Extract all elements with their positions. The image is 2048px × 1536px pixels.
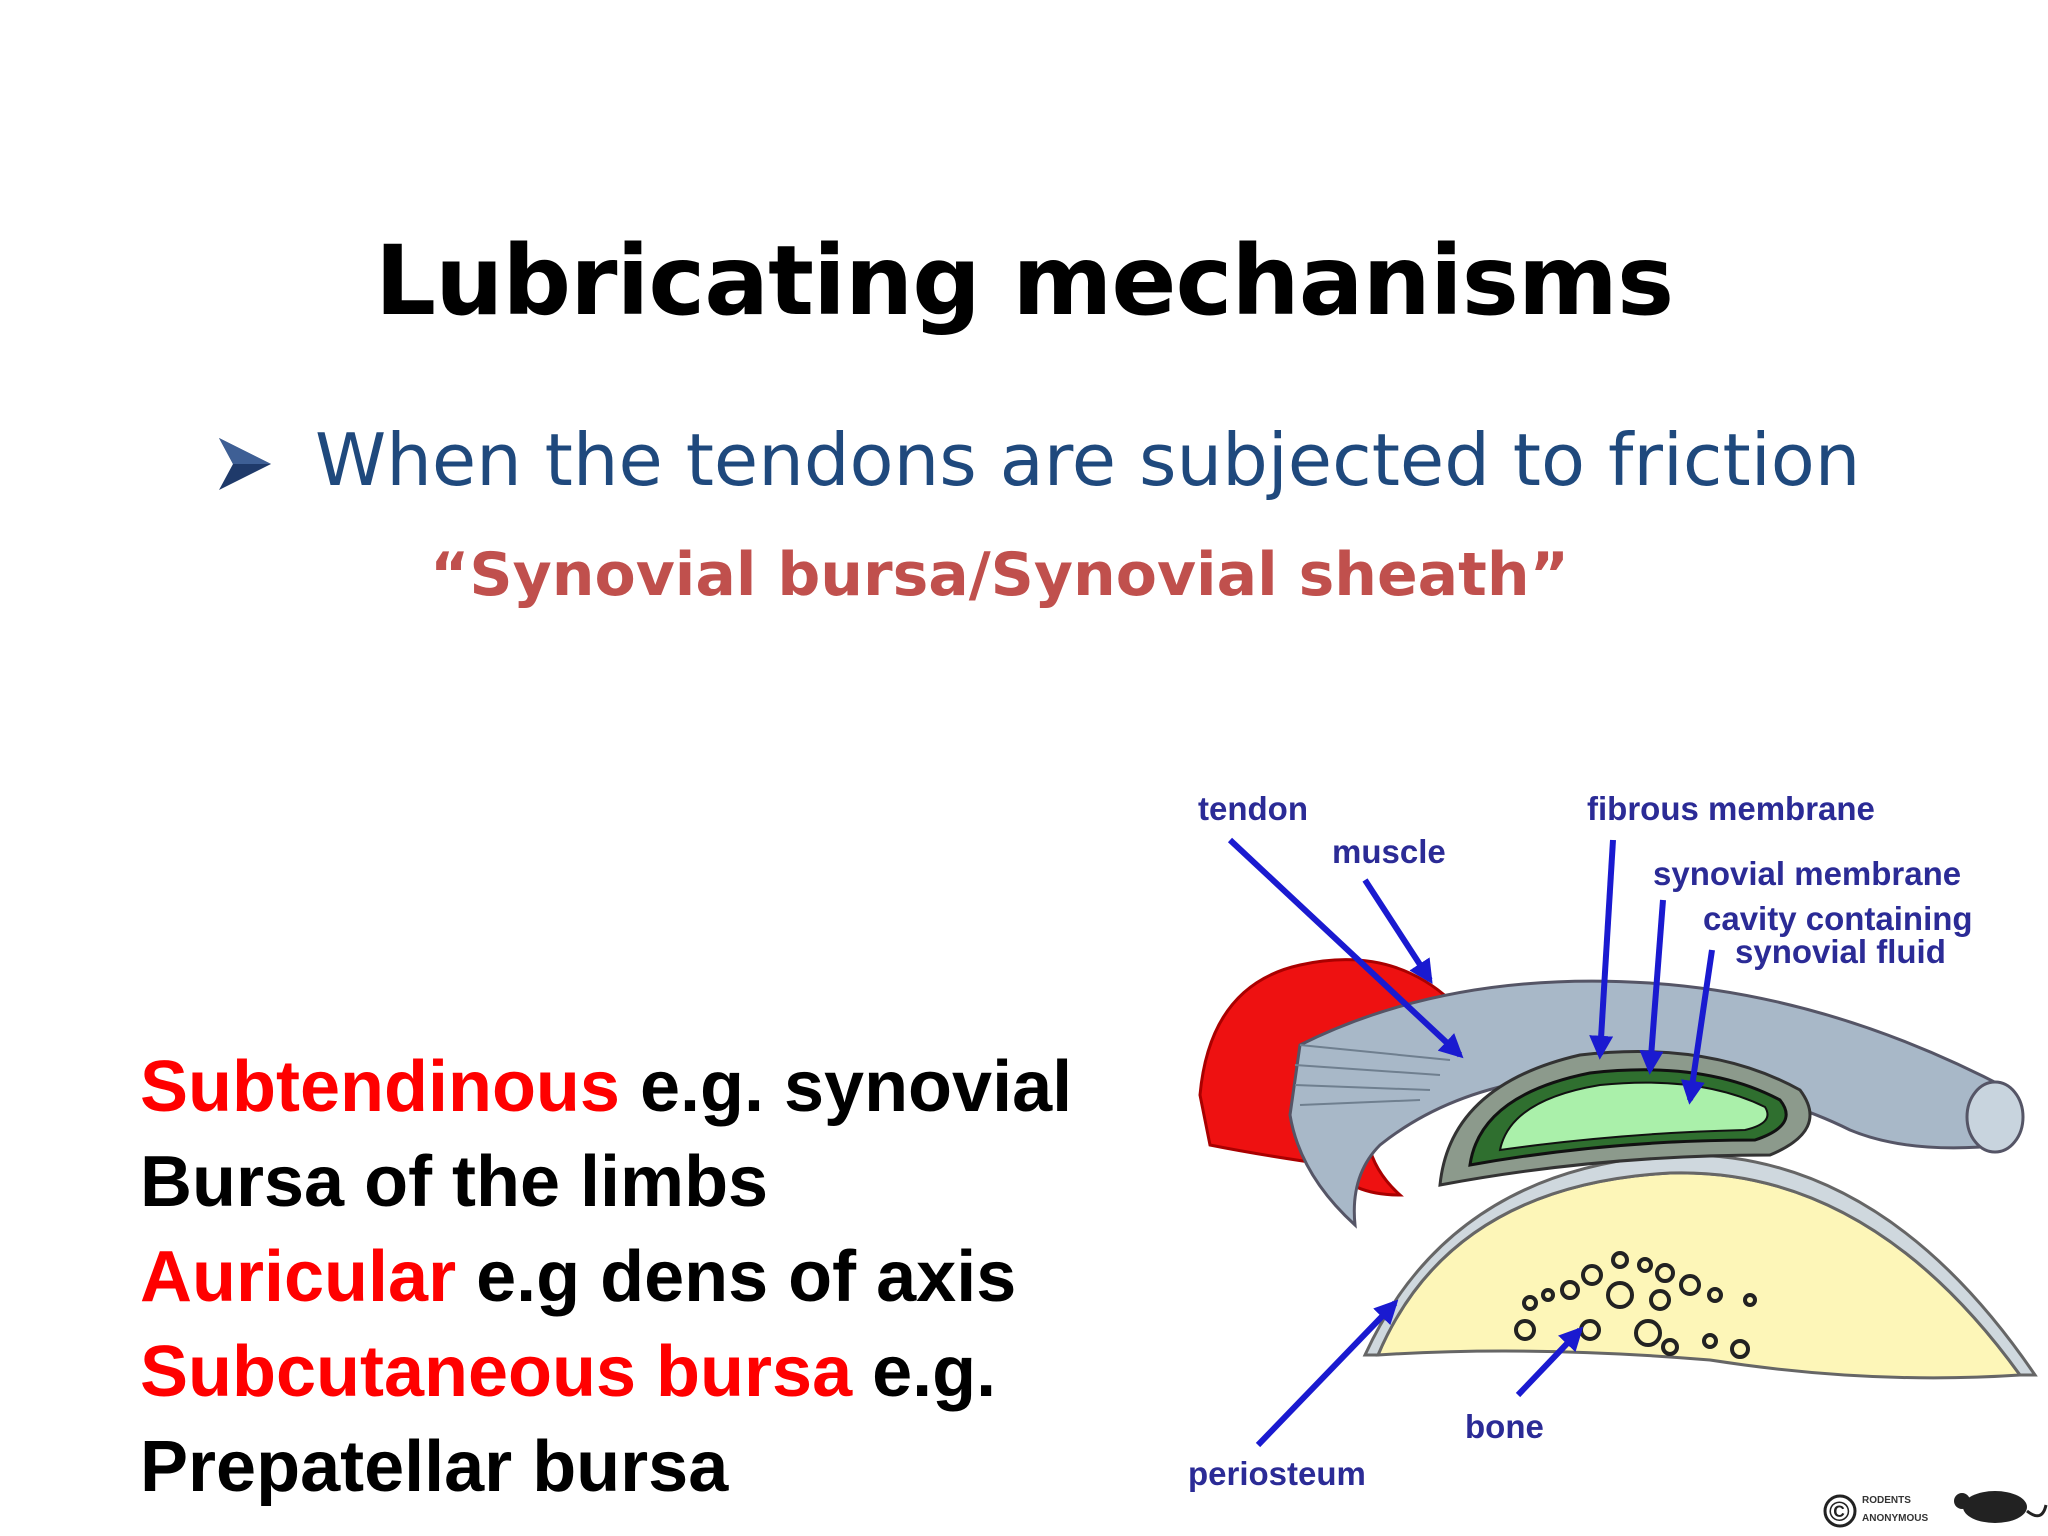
label-periosteum: periosteum bbox=[1188, 1455, 1366, 1492]
arrowhead-bullet-icon bbox=[215, 427, 275, 491]
copyright-symbol: © bbox=[1829, 1496, 1850, 1527]
tendon-end bbox=[1965, 1080, 2025, 1154]
bursa-type-name: Subcutaneous bursa bbox=[140, 1332, 853, 1412]
credit-line2: ANONYMOUS bbox=[1862, 1513, 1928, 1524]
label-cavity-line1: cavity containing bbox=[1703, 900, 1973, 937]
bursa-type-example: e.g. synovial bbox=[619, 1047, 1073, 1127]
rodent-logo-icon bbox=[1954, 1491, 2048, 1523]
tendon-fibers bbox=[1294, 1044, 1451, 1106]
bullet-point: When the tendons are subjected to fricti… bbox=[215, 418, 1860, 502]
bursa-types-list: Subtendinous e.g. synovial Bursa of the … bbox=[140, 1040, 1072, 1515]
bone-shape bbox=[1375, 1171, 2023, 1380]
label-arrows bbox=[1227, 837, 1715, 1448]
bullet-text: When the tendons are subjected to fricti… bbox=[315, 418, 1861, 502]
bursa-type-line: Subtendinous e.g. synovial bbox=[140, 1040, 1072, 1135]
bursa-type-name: Auricular bbox=[140, 1237, 457, 1317]
credit-line1: RODENTS bbox=[1862, 1495, 1911, 1506]
bursa-type-example: e.g. bbox=[852, 1332, 997, 1412]
tendon-shape bbox=[1288, 979, 2012, 1229]
synovial-bursa-diagram: tendon muscle fibrous membrane synovial … bbox=[1150, 755, 2048, 1536]
label-cavity-line2: synovial fluid bbox=[1735, 933, 1946, 970]
slide-title: Lubricating mechanisms bbox=[374, 225, 1674, 337]
bursa-type-example: Bursa of the limbs bbox=[140, 1142, 769, 1222]
bursa-type-line: Prepatellar bursa bbox=[140, 1420, 1072, 1515]
bursa-type-example: Prepatellar bursa bbox=[140, 1427, 729, 1507]
synovial-subtitle: “Synovial bursa/Synovial sheath” bbox=[430, 540, 1570, 610]
label-bone: bone bbox=[1465, 1408, 1544, 1445]
copyright-circle bbox=[1823, 1494, 1857, 1528]
bursa-type-example: e.g dens of axis bbox=[456, 1237, 1017, 1317]
bursa-type-line: Auricular e.g dens of axis bbox=[140, 1230, 1072, 1325]
label-synovial-membrane: synovial membrane bbox=[1653, 855, 1961, 892]
label-fibrous-membrane: fibrous membrane bbox=[1587, 790, 1875, 827]
bursa-type-line: Subcutaneous bursa e.g. bbox=[140, 1325, 1072, 1420]
synovial-bursa-illustration: tendon muscle fibrous membrane synovial … bbox=[1188, 790, 2048, 1528]
label-muscle: muscle bbox=[1332, 833, 1446, 870]
label-tendon: tendon bbox=[1198, 790, 1308, 827]
bursa-type-line: Bursa of the limbs bbox=[140, 1135, 1072, 1230]
bursa-type-name: Subtendinous bbox=[140, 1047, 620, 1127]
periosteum-shape bbox=[1362, 1153, 2038, 1377]
